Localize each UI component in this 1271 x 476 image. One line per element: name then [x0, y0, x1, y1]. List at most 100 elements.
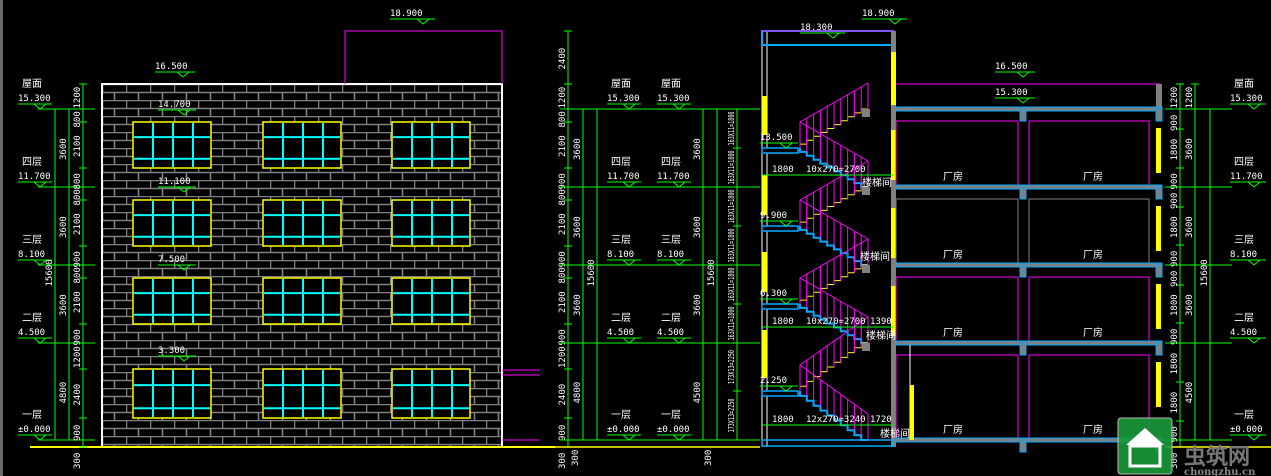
stair-railing: [799, 277, 869, 343]
level-value-label: 15.300: [607, 94, 640, 104]
level-triangle-icon: [33, 434, 47, 441]
dim-detail-label: 900: [1170, 271, 1180, 287]
floor-slab: [895, 106, 1163, 112]
dim-label: 300: [704, 450, 714, 466]
dim-floor-label: 3600: [573, 216, 583, 238]
floor-name-label: 二层: [661, 312, 681, 324]
level-value-label: 4.500: [18, 328, 45, 338]
room-label: 厂房: [1083, 326, 1103, 339]
dim-detail-label: 800: [558, 267, 568, 283]
dim-detail-label: 800: [73, 111, 83, 127]
watermark-title: 虫筑网: [1184, 444, 1250, 470]
level-value-label: 8.100: [657, 250, 684, 260]
room-label: 厂房: [1083, 248, 1103, 261]
parapet-wall: [1156, 84, 1162, 111]
dim-detail-label: 1800: [1170, 353, 1180, 375]
level-value-label: 3.300: [158, 346, 185, 356]
room-label: 厂房: [943, 326, 963, 339]
window: [262, 199, 342, 247]
stair-room-label: 楼梯间: [880, 427, 910, 440]
floor-name-label: 二层: [611, 312, 631, 324]
level-triangle-icon: [176, 71, 190, 78]
dim-detail-label: 2400: [73, 384, 83, 406]
edge-beam: [1155, 264, 1163, 278]
dim-detail-label: 300: [73, 453, 83, 469]
edge-beam: [1155, 108, 1163, 122]
dim-detail-label: 900: [1170, 193, 1180, 209]
dim-detail-label: 800: [73, 267, 83, 283]
floor-name-label: 屋面: [1234, 78, 1254, 90]
dim-detail-label: 1800: [1170, 294, 1180, 316]
level-triangle-icon: [33, 181, 47, 188]
floor-name-label: 一层: [661, 409, 681, 421]
room-label: 厂房: [1083, 423, 1103, 436]
dim-detail-label: 900: [1170, 329, 1180, 345]
level-value-label: 11.700: [1230, 172, 1263, 182]
window: [262, 277, 342, 325]
room-label: 厂房: [1083, 170, 1103, 183]
window: [132, 199, 212, 247]
level-value-label: 2.250: [760, 376, 787, 386]
level-value-label: 4.500: [1230, 328, 1257, 338]
stair-dim-label: 1390: [870, 317, 892, 327]
window: [391, 121, 471, 169]
stair-dim-label: 1800: [772, 165, 794, 175]
dim-riser-label: 163X11=1800: [727, 189, 736, 223]
dim-detail-label: 900: [558, 173, 568, 189]
adjacent-section-stub: [502, 369, 540, 441]
dim-riser-label: 163X11=1800: [727, 111, 736, 145]
dim-detail-label: 1200: [558, 87, 568, 109]
viewport-edge: [0, 0, 3, 476]
level-value-label: 15.300: [1230, 94, 1263, 104]
floor-name-label: 屋面: [611, 78, 631, 90]
roof-stair-tower-outline: [344, 30, 503, 84]
stair-dim-label: 10x270=2700: [806, 317, 866, 327]
dim-detail-label: 900: [558, 329, 568, 345]
beam: [1019, 439, 1027, 453]
dim-total-label: 15600: [45, 259, 55, 286]
dim-riser-label: 163X11=1800: [727, 228, 736, 262]
floor-name-label: 一层: [611, 409, 631, 421]
dim-detail-label: 2400: [558, 48, 568, 70]
dim-detail-label: 1800: [1170, 392, 1180, 414]
stair-landing: [761, 225, 799, 232]
stair-railing: [799, 199, 869, 265]
dim-floor-label: 3600: [59, 294, 69, 316]
dim-floor-label: 3600: [59, 138, 69, 160]
dim-floor-label: 1200: [1185, 87, 1195, 109]
dim-detail-label: 800: [73, 173, 83, 189]
stair-dim-label: 10x270=2700: [806, 165, 866, 175]
level-value-label: 13.500: [760, 133, 793, 143]
dim-detail-label: 1200: [558, 346, 568, 368]
level-triangle-icon: [1247, 103, 1261, 110]
level-value-label: 4.500: [657, 328, 684, 338]
partition-window: [910, 385, 914, 440]
level-value-label: 11.700: [607, 172, 640, 182]
dim-detail-label: 900: [558, 251, 568, 267]
watermark-house-body: [1128, 444, 1162, 468]
dim-detail-label: 2400: [558, 384, 568, 406]
level-triangle-icon: [826, 32, 840, 39]
window: [391, 199, 471, 247]
level-triangle-icon: [177, 355, 191, 362]
floor-slab: [895, 262, 1163, 268]
front-elevation: 18.90016.50014.70011.1007.5003.300屋面15.3…: [18, 9, 555, 469]
level-triangle-icon: [1247, 181, 1261, 188]
floor-name-label: 三层: [611, 234, 631, 246]
window: [132, 121, 212, 169]
stair-room-label: 楼梯间: [862, 176, 892, 189]
stair-right-window: [891, 208, 896, 258]
stair-landing: [761, 390, 799, 397]
level-value-label: 18.900: [390, 9, 423, 19]
stair-railing: [799, 364, 869, 440]
factory-section: 16.50015.300厂房厂房厂房厂房厂房厂房厂房厂房120090018009…: [895, 62, 1271, 469]
floor-name-label: 四层: [611, 156, 631, 168]
dim-detail-label: 2100: [558, 291, 568, 313]
level-triangle-icon: [177, 264, 191, 271]
level-triangle-icon: [779, 220, 793, 227]
level-value-label: 8.100: [18, 250, 45, 260]
level-value-label: 9.900: [760, 211, 787, 221]
